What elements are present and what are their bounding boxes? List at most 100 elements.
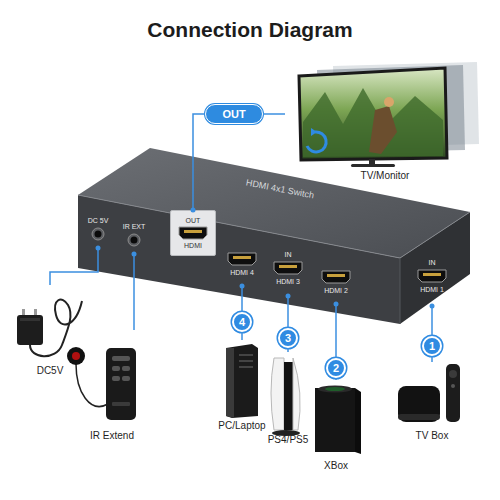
port-label: OUT [186,216,201,225]
hdmi-output-port: OUT HDMI [170,210,216,256]
drawing-part [112,402,130,406]
connector-dot [240,284,245,289]
output-tag: OUT [205,104,263,124]
drawing-part [322,271,350,283]
drawing-part [398,414,440,420]
hdmi-socket [417,269,447,283]
drawing-part [325,387,345,391]
connector-line [287,296,289,328]
device-label: IR Extend [52,429,172,442]
drawing-part [67,347,85,365]
callout-text: 2 [333,363,339,374]
callout-text: 3 [285,333,291,344]
jack-port: IR EXT [118,222,150,254]
drawing-part [233,256,251,259]
drawing-part [369,106,397,154]
connector-line [287,348,289,352]
drawing-part [78,195,470,258]
connector-dot [334,302,339,307]
drawing-part [112,376,120,381]
device-box: IR Extend [62,330,162,442]
connector-line [241,286,243,312]
drawing-part [384,97,394,107]
drawing-part [279,265,297,268]
port-label: HDMI 4 [230,268,254,277]
port-label: DC 5V [88,216,109,225]
drawing-part [303,88,443,157]
drawing-part [228,253,256,265]
drawing-part [239,360,253,362]
connector-line [50,248,98,285]
drawing-part [327,274,345,277]
port-label: IN [429,258,436,267]
drawing-part [318,386,352,393]
port-label: HDMI 2 [324,286,348,295]
connector-line [263,113,285,115]
drawing-part [184,230,202,233]
drawing-part [239,366,253,368]
drawing-part [72,352,80,360]
drawing-part [351,164,395,167]
device-label: PS4/PS5 [250,433,326,446]
drawing-part [311,128,317,136]
jack-socket [91,227,105,241]
diagram-title: Connection Diagram [0,18,500,42]
drawing-part [226,344,258,418]
drawing-part [299,68,447,160]
device-label: DC5V [2,364,98,377]
callout-number: 4 [232,312,252,332]
hdmi-input-port: HDMI 2 [316,270,356,304]
drawing-part [226,348,234,418]
drawing-part [293,358,300,430]
jack-port: DC 5V [82,216,114,248]
port-label: IR EXT [123,222,146,231]
drawing-part [122,376,130,381]
drawing-part [446,364,460,422]
connector-line [133,254,135,330]
connector-dot [286,294,291,299]
drawing-part [78,195,400,324]
connector-line [335,378,337,380]
connector-line [241,332,243,340]
drawing-part [239,354,253,356]
connector-line [193,114,205,210]
drawing-part [17,315,43,345]
device-illustration [285,62,485,182]
device-illustration [301,380,371,472]
drawing-part [76,364,108,406]
drawing-part [315,388,355,452]
drawing-part [122,366,130,371]
device-box: TV Box [392,362,472,442]
hdmi-switch: HDMI 4x1 SwitchDC 5VIR EXTOUTHDMIHDMI 4I… [70,140,480,340]
drawing-part [128,234,140,246]
device-box: TV/Monitor [285,62,485,182]
device-illustration [212,340,272,432]
drawing-part [131,237,138,244]
hdmi-socket [227,252,257,266]
drawing-part [400,258,401,324]
drawing-part [179,227,207,239]
hdmi-socket [273,261,303,275]
connector-dot [132,252,137,257]
connector-dot [96,246,101,251]
drawing-part [92,228,104,240]
jack-socket [127,233,141,247]
drawing-part [451,384,455,388]
callout-number: 2 [326,358,346,378]
drawing-part [274,262,302,274]
device-box: PS4/PS5 [260,352,316,446]
hdmi-input-port: INHDMI 1 [410,258,454,306]
connector-line [431,356,433,362]
callout-text: 1 [429,341,435,352]
device-label: PC/Laptop [202,419,282,432]
drawing-part [284,362,293,430]
device-box: XBox [301,380,371,472]
hdmi-input-port: INHDMI 3 [268,250,308,296]
device-label: XBox [291,459,381,472]
port-label: HDMI [184,241,202,250]
drawing-part [418,270,446,282]
device-box: PC/Laptop [212,340,272,432]
connector-dot [191,208,196,213]
